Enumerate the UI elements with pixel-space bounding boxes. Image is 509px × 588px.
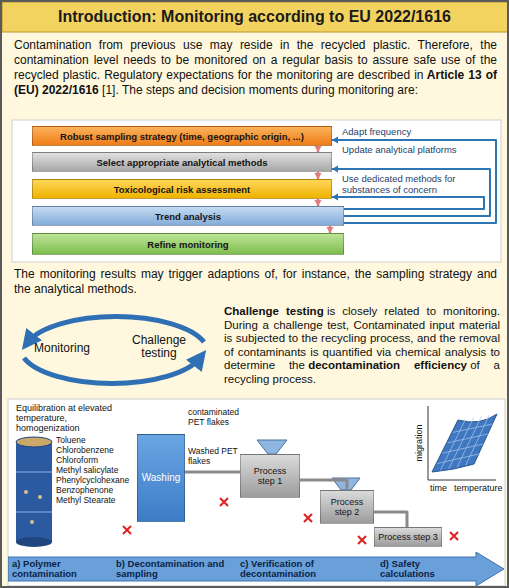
title: Introduction: Monitoring according to EU…: [2, 2, 507, 32]
emphasis-text: Challenge testing: [224, 305, 324, 317]
arrowhead: [332, 136, 338, 143]
substance-name: Chloroform: [56, 456, 98, 466]
stage-text: c) Verification of decontamination: [240, 559, 370, 580]
connector: [332, 136, 496, 223]
connector-line: [332, 197, 484, 209]
arrowhead: [332, 165, 338, 172]
node-text: Refine monitoring: [147, 239, 228, 250]
barrel: [16, 437, 52, 547]
flow-panel: [12, 120, 501, 262]
step-note: Equilibration at elevated temperature, h…: [16, 403, 130, 434]
plot-grid-line: [449, 418, 474, 469]
cycle-arrow: [24, 358, 200, 384]
washing-unit: Washing: [137, 434, 185, 522]
substance-name: Methyl salicylate: [56, 466, 118, 476]
connector-line: [300, 480, 347, 490]
node-text: Robust sampling strategy (time, geograph…: [60, 131, 304, 142]
process-bar: Robust sampling strategy (time, geograph…: [32, 126, 332, 146]
material-label: Washed PET flakes: [188, 447, 240, 466]
axis-label: migration: [414, 421, 424, 465]
arrowhead: [332, 193, 338, 200]
process-unit: Process step 3: [374, 527, 442, 547]
connector-line: [332, 169, 490, 216]
emphasis-text: decontamination efficiency: [308, 359, 467, 371]
process-unit: Process step 2: [320, 490, 374, 524]
substance-name: Chlorobenzene: [56, 446, 114, 456]
feedback-label: Use dedicated methods for substances of …: [342, 173, 476, 195]
paragraph: Contamination from previous use may resi…: [14, 38, 497, 98]
stage-text: d) Safety calculations: [380, 559, 476, 580]
process-panel: [8, 399, 505, 586]
plot-grid-line: [440, 419, 465, 471]
process-bar: Trend analysis: [32, 206, 344, 226]
node-text: Process step 2: [324, 497, 370, 518]
stage-label: d) Safety calculations: [380, 557, 476, 581]
plot-grid-line: [453, 424, 493, 432]
cycle-label: Challenge testing: [122, 334, 196, 360]
plot-grid-line: [466, 415, 490, 465]
paragraph: The monitoring results may trigger adapt…: [14, 267, 497, 297]
connector: [326, 226, 333, 233]
connector: [314, 172, 321, 179]
paragraph: Challenge testingis closely related to m…: [224, 305, 500, 386]
migration-plot: [428, 406, 497, 480]
axis-label: time: [430, 483, 447, 493]
stage-arrow-body: [8, 552, 504, 586]
node-text: Toxicological risk assessment: [114, 184, 251, 195]
stage-label: b) Decontamination and sampling: [116, 557, 236, 581]
feedback-label: Adapt frequency: [342, 126, 476, 137]
connector: [332, 193, 484, 209]
title-text: Introduction: Monitoring according to EU…: [58, 8, 451, 26]
plot-grid-line: [442, 444, 483, 453]
body-text: The monitoring results may trigger adapt…: [14, 267, 497, 296]
substance-name: Phenylcyclohexane: [56, 476, 129, 486]
process-bar: Toxicological risk assessment: [32, 179, 332, 199]
connector: [185, 472, 240, 473]
cycle-label: Monitoring: [34, 342, 114, 355]
stage-arrow: a) Polymer contaminationb) Decontaminati…: [8, 552, 505, 586]
title-band: [2, 2, 509, 32]
connector: [300, 480, 347, 490]
node-text: Washing: [142, 472, 181, 484]
plot-grid-line: [457, 416, 481, 467]
connector: [314, 199, 321, 206]
connector-line: [185, 471, 240, 474]
stage-label: c) Verification of decontamination: [240, 557, 370, 581]
node-text: Trend analysis: [155, 211, 221, 222]
hopper: [257, 440, 287, 454]
material-label: contaminated PET flakes: [188, 408, 248, 427]
plot-grid-line: [448, 434, 488, 443]
axis-label: temperature: [454, 483, 503, 493]
substance-name: Benzophenone: [56, 486, 113, 496]
process-unit: Process step 1: [240, 454, 300, 498]
feedback-label: Update analytical platforms: [342, 144, 476, 155]
stage-text: a) Polymer contamination: [12, 559, 112, 580]
connector: [374, 512, 407, 527]
process-bar: Refine monitoring: [32, 233, 344, 255]
connector-line: [332, 140, 496, 223]
connector: [332, 165, 490, 216]
substance-name: Toluene: [56, 436, 86, 446]
body-text: [1]. The steps and decision moments duri…: [102, 83, 418, 97]
stage-text: b) Decontamination and sampling: [116, 559, 236, 580]
body-text: Contamination from previous use may resi…: [14, 38, 497, 82]
node-text: Process step 1: [244, 466, 296, 487]
connector-line: [374, 512, 407, 527]
process-bar: Select appropriate analytical methods: [32, 152, 332, 172]
substance-name: Methyl Stearate: [56, 496, 116, 506]
stage-label: a) Polymer contamination: [12, 557, 112, 581]
node-text: Select appropriate analytical methods: [96, 157, 267, 168]
plot-grid-line: [437, 454, 478, 464]
node-text: Process step 3: [378, 532, 438, 543]
